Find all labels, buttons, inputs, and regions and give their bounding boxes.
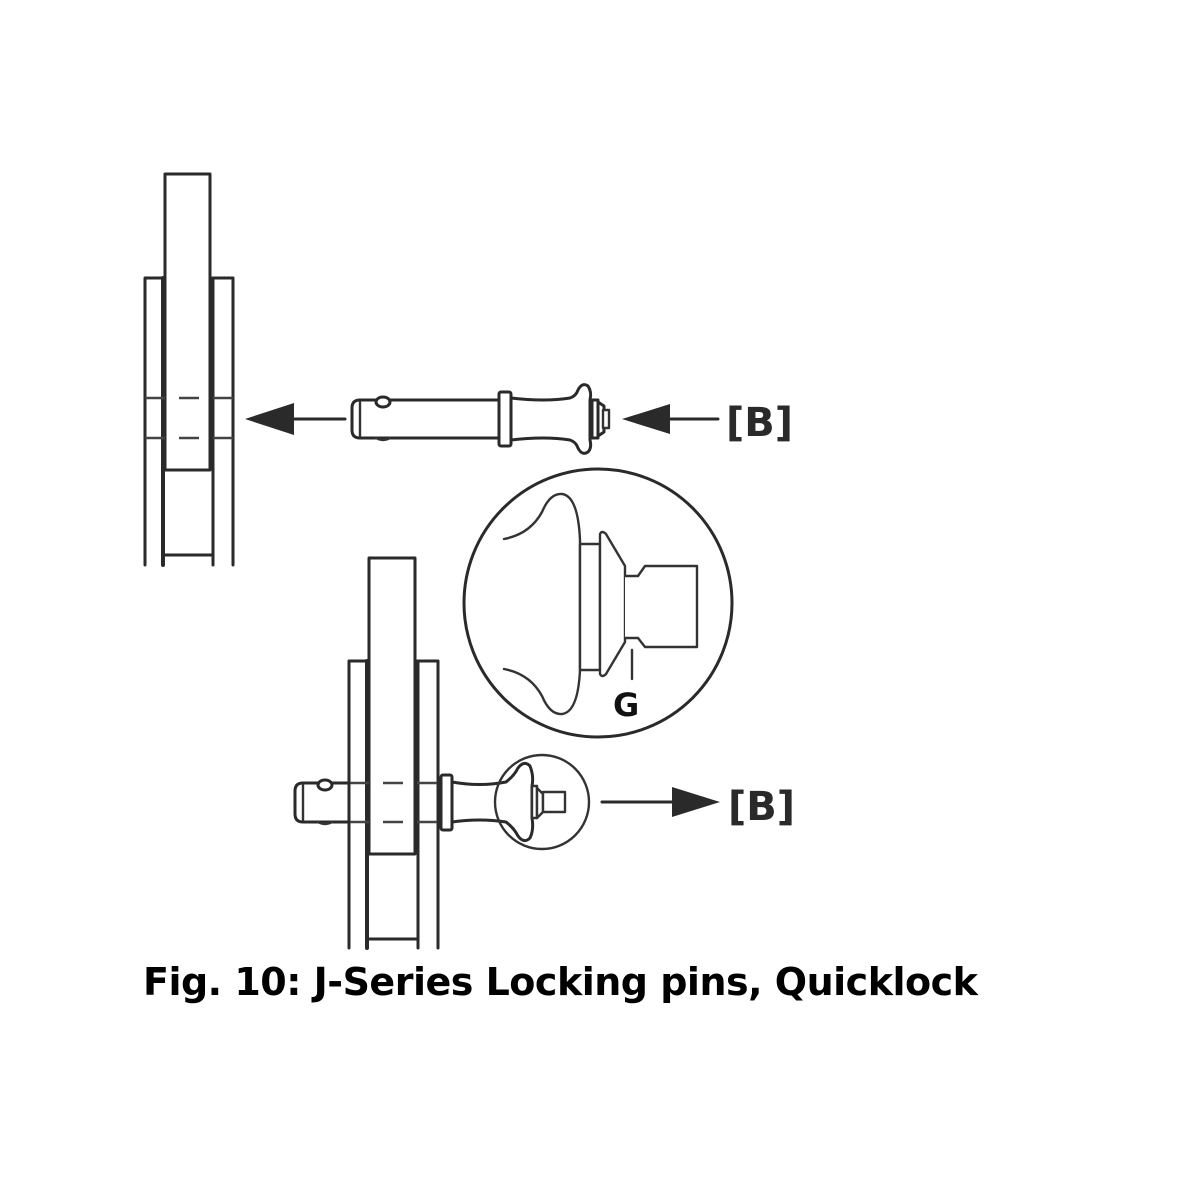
insert-arrow	[245, 403, 347, 435]
detail-circle	[462, 467, 734, 739]
figure-caption: Fig. 10: J-Series Locking pins, Quickloc…	[143, 960, 979, 1004]
bottom-locking-pin	[293, 753, 591, 851]
label-b-bottom: [B]	[728, 784, 795, 830]
top-bracket	[143, 172, 235, 567]
label-b-top: [B]	[726, 400, 793, 446]
release-arrow-bottom	[600, 787, 720, 817]
label-g: G	[613, 686, 639, 724]
top-locking-pin	[350, 383, 611, 455]
push-arrow-top	[622, 404, 720, 434]
bottom-bracket	[347, 556, 440, 950]
